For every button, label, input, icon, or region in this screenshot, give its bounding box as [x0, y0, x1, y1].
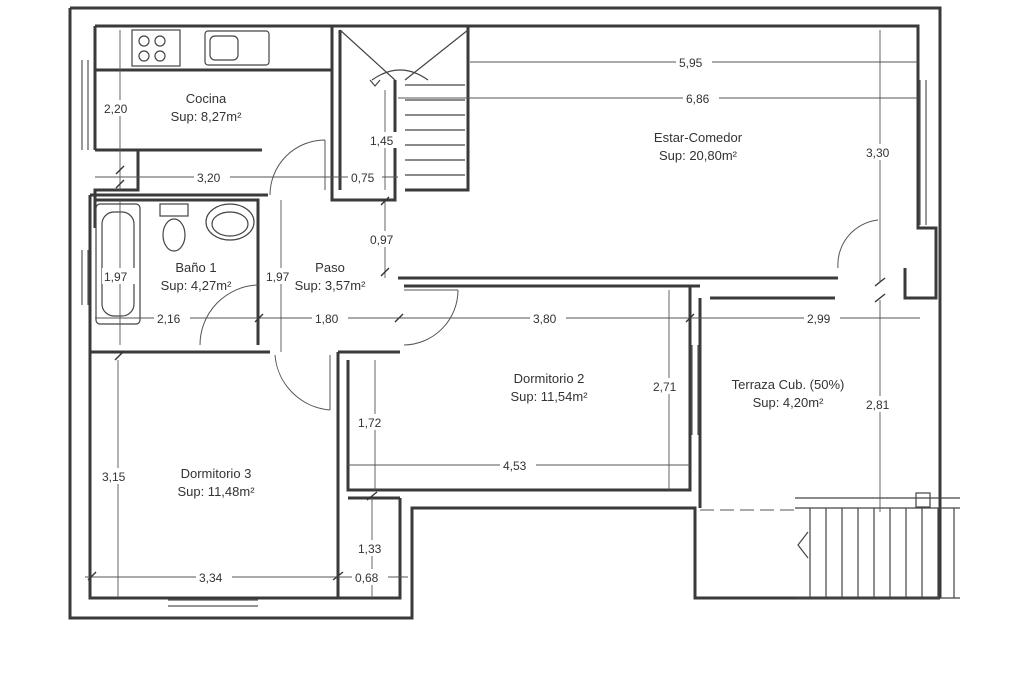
room-area-terrace: Sup: 4,20m²: [753, 395, 824, 410]
room-labels: Cocina Sup: 8,27m² Baño 1 Sup: 4,27m² Pa…: [161, 91, 845, 499]
room-name-terrace: Terraza Cub. (50%): [732, 377, 845, 392]
room-area-bathroom: Sup: 4,27m²: [161, 278, 232, 293]
room-name-bathroom: Baño 1: [175, 260, 216, 275]
room-area-hall: Sup: 3,57m²: [295, 278, 366, 293]
dim-kitchen-width: 3,20: [197, 171, 221, 185]
room-area-bedroom3: Sup: 11,48m²: [177, 484, 255, 499]
sink-icon: [204, 30, 270, 66]
bathtub-icon: [95, 203, 141, 325]
stove-icon: [131, 29, 181, 67]
dim-bedroom2-width-bottom: 4,53: [503, 459, 527, 473]
room-name-kitchen: Cocina: [186, 91, 227, 106]
dim-stair-gap: 0,97: [370, 233, 394, 247]
dim-bedroom2-closet-height: 1,72: [358, 416, 382, 430]
dim-hall-width: 1,80: [315, 312, 339, 326]
dim-bedroom2-height: 2,71: [653, 380, 677, 394]
dim-living-width-inner: 5,95: [679, 56, 703, 70]
dim-bath-height: 1,97: [104, 270, 128, 284]
kitchen-fixtures: [131, 29, 270, 67]
doors: [199, 139, 879, 411]
dim-living-height: 3,30: [866, 146, 890, 160]
dim-living-width-outer: 6,86: [686, 92, 710, 106]
walls: [68, 6, 942, 620]
dim-bedroom3-height: 3,15: [102, 470, 126, 484]
room-name-living: Estar-Comedor: [654, 130, 743, 145]
dim-closet-height: 1,33: [358, 542, 382, 556]
dim-kitchen-height: 2,20: [104, 102, 128, 116]
room-name-bedroom2: Dormitorio 2: [514, 371, 585, 386]
exterior-staircase: [700, 492, 960, 599]
bathroom-fixtures: [95, 203, 255, 325]
washbasin-icon: [205, 203, 255, 241]
room-name-hall: Paso: [315, 260, 345, 275]
dim-stair-height: 1,45: [370, 134, 394, 148]
dim-stair-width: 0,75: [351, 171, 375, 185]
dimension-labels: 2,20 3,20 1,97 2,16 1,97 1,80 1,45 0,75 …: [100, 54, 898, 585]
room-name-bedroom3: Dormitorio 3: [181, 466, 252, 481]
room-area-living: Sup: 20,80m²: [659, 148, 738, 163]
dim-terrace-height: 2,81: [866, 398, 890, 412]
dim-bedroom2-width-top: 3,80: [533, 312, 557, 326]
dimension-ticks: [87, 165, 886, 581]
room-area-kitchen: Sup: 8,27m²: [171, 109, 242, 124]
room-area-bedroom2: Sup: 11,54m²: [510, 389, 588, 404]
dim-terrace-width: 2,99: [807, 312, 831, 326]
toilet-icon: [162, 218, 186, 252]
dim-hall-height: 1,97: [266, 270, 290, 284]
dim-closet-width: 0,68: [355, 571, 379, 585]
staircase: [339, 29, 469, 176]
dim-bedroom3-width: 3,34: [199, 571, 223, 585]
dim-bath-width: 2,16: [157, 312, 181, 326]
